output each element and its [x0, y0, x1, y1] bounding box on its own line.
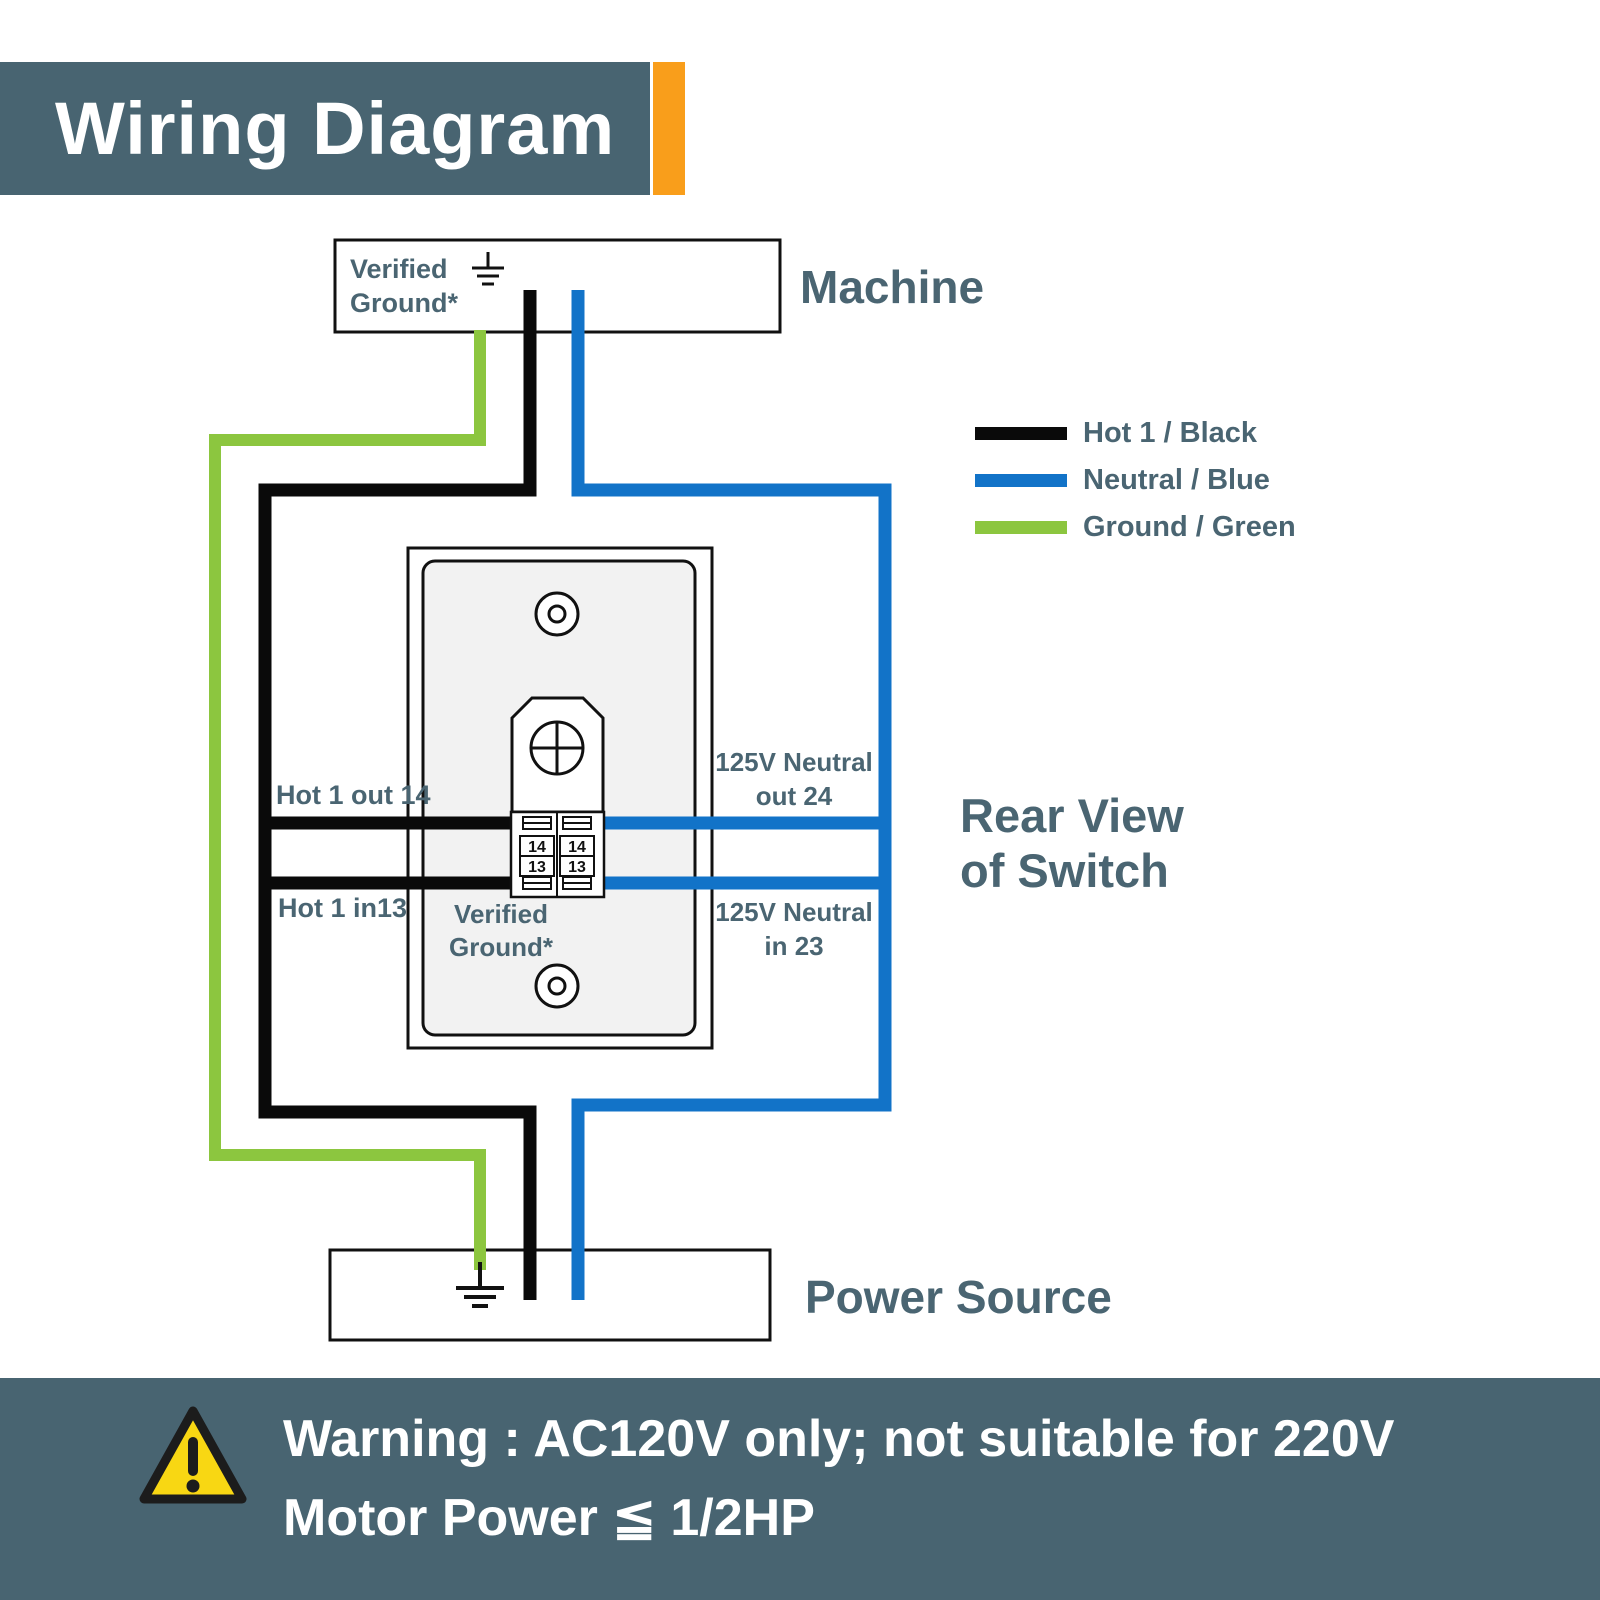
neutral-in-label: 125V Neutral in 23	[710, 896, 878, 964]
legend-item-ground: Ground / Green	[975, 504, 1296, 551]
hot-wire-swatch	[975, 427, 1067, 440]
terminal-number-left-bottom: 13	[528, 859, 546, 876]
power-source-label: Power Source	[805, 1271, 1112, 1323]
rear-view-line2: of Switch	[960, 844, 1169, 898]
machine-box	[333, 238, 782, 334]
rear-view-line1: Rear View	[960, 789, 1184, 842]
plate-screw-bottom-icon	[534, 963, 580, 1009]
ground-wire	[209, 330, 486, 1270]
header-banner: Wiring Diagram	[0, 62, 650, 195]
neutral-wire-main	[571, 290, 892, 1300]
hot-out-label: Hot 1 out 14	[276, 780, 431, 810]
machine-label: Machine	[800, 261, 985, 313]
warning-triangle-icon	[139, 1406, 247, 1504]
neutral-in-line2: in 23	[764, 930, 824, 961]
legend-label-ground: Ground / Green	[1083, 511, 1296, 543]
neutral-out-label: 125V Neutral out 24	[710, 746, 878, 814]
machine-ground-label: Verified Ground*	[350, 253, 458, 321]
warning-banner: Warning : AC120V only; not suitable for …	[0, 1378, 1600, 1600]
terminal-number-box	[519, 855, 555, 877]
plate-screw-top-icon	[534, 591, 580, 637]
neutral-in-line1: 125V Neutral	[715, 897, 873, 927]
neutral-out-line2: out 24	[755, 780, 833, 811]
switch-ground-line1: Verified	[454, 899, 548, 929]
ground-wire-swatch	[975, 521, 1067, 534]
legend-label-neutral: Neutral / Blue	[1083, 464, 1270, 496]
neutral-wire-swatch	[975, 474, 1067, 487]
warning-line1: Warning : AC120V only; not suitable for …	[283, 1410, 1395, 1468]
legend-label-hot: Hot 1 / Black	[1083, 417, 1258, 449]
switch-mechanism: 14 13 14 13	[509, 696, 606, 899]
hot-in-label: Hot 1 in13	[278, 893, 408, 923]
header-accent-bar	[653, 62, 685, 195]
power-source-box	[328, 1248, 772, 1342]
plate-screw-bottom-inner	[547, 976, 567, 996]
terminal-number-left-top: 14	[528, 839, 546, 856]
switch-ground-label: Verified Ground*	[425, 898, 577, 963]
power-ground-icon	[456, 1262, 504, 1308]
terminal-number-right-bottom: 13	[568, 859, 586, 876]
warning-text: Warning : AC120V only; not suitable for …	[283, 1400, 1394, 1558]
page-title: Wiring Diagram	[55, 87, 616, 170]
terminal-number-right-top: 14	[568, 839, 586, 856]
terminal-number-box	[559, 855, 595, 877]
plate-screw-top-inner	[547, 604, 567, 624]
legend-item-neutral: Neutral / Blue	[975, 457, 1296, 504]
neutral-out-line1: 125V Neutral	[715, 747, 873, 777]
hot-wire-main	[258, 290, 537, 1300]
switch-ground-line2: Ground*	[449, 931, 553, 962]
machine-ground-icon	[472, 252, 504, 286]
legend-item-hot: Hot 1 / Black	[975, 410, 1296, 457]
wire-legend: Hot 1 / Black Neutral / Blue Ground / Gr…	[975, 410, 1296, 551]
machine-ground-line1: Verified	[350, 254, 448, 284]
warning-exclamation-dot	[186, 1479, 200, 1493]
rear-view-label: Rear View of Switch	[960, 788, 1184, 899]
warning-line2: Motor Power ≦ 1/2HP	[283, 1489, 815, 1548]
machine-ground-line2: Ground*	[350, 287, 458, 318]
